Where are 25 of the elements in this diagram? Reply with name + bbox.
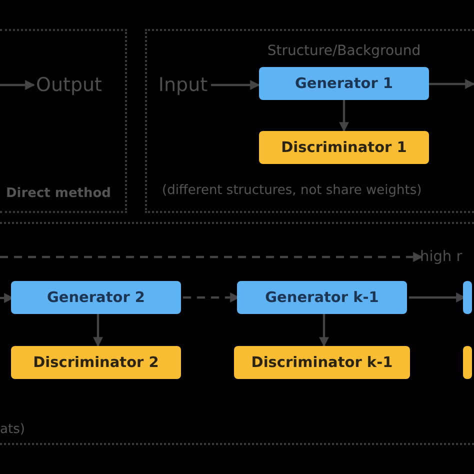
- generator-box: Generator 2: [11, 281, 181, 314]
- generator-box: [463, 281, 472, 314]
- discriminator-box: Discriminator 2: [11, 346, 181, 379]
- arrow: [211, 80, 260, 90]
- discriminator-box: [463, 346, 472, 379]
- panel-caption: ats): [0, 422, 25, 437]
- dotted-panel: [145, 29, 474, 213]
- arrow: [429, 79, 474, 89]
- arrow: [319, 314, 329, 347]
- panel-title: Direct method: [6, 186, 111, 201]
- text-label: high r: [420, 244, 472, 270]
- node-caption: Structure/Background: [266, 43, 422, 59]
- arrow: [339, 100, 349, 132]
- arrow: [93, 314, 103, 347]
- discriminator-box: Discriminator k-1: [234, 346, 410, 379]
- dotted-panel: [0, 29, 127, 213]
- panel-caption: (different structures, not share weights): [162, 183, 422, 198]
- generator-box: Generator k-1: [237, 281, 407, 314]
- discriminator-box: Discriminator 1: [259, 131, 429, 164]
- arrow: [0, 80, 35, 90]
- text-label: Input: [155, 70, 211, 100]
- generator-box: Generator 1: [259, 67, 429, 100]
- dotted-panel: [0, 222, 474, 445]
- text-label: Output: [32, 70, 106, 100]
- arrow: [0, 252, 423, 262]
